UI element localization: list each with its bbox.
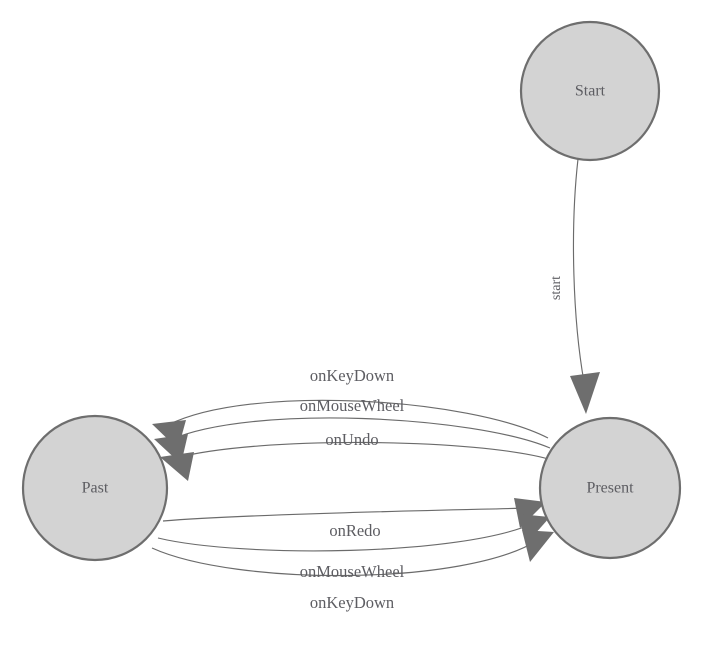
edge-group: [151, 158, 600, 577]
node-start-circle: [519, 20, 661, 162]
node-past[interactable]: Past: [21, 414, 169, 562]
edge-past-present-onredo-path: [162, 507, 531, 522]
edge-present-past-onkeydown-path: [167, 399, 549, 439]
edge-past-present-onkeydown-arrowhead: [522, 530, 554, 562]
node-present-label: Present: [586, 480, 634, 497]
edge-start-present-arrowhead: [570, 372, 600, 414]
edge-label-past-present-onkeydown: onKeyDown: [310, 593, 394, 612]
edge-past-present-onkeydown-path: [151, 539, 539, 577]
edge-label-present-past-onundo: onUndo: [325, 430, 378, 449]
edge-present-past-onundo-path: [175, 441, 553, 461]
edge-start-present-path: [572, 158, 585, 383]
node-present-circle: [538, 416, 682, 560]
edge-label-present-past-onmousewheel: onMouseWheel: [300, 396, 405, 415]
node-start[interactable]: Start: [519, 20, 661, 162]
edge-label-past-present-onredo: onRedo: [329, 521, 380, 540]
node-present[interactable]: Present: [538, 416, 682, 560]
edge-present-past-onundo[interactable]: [160, 441, 553, 481]
edge-label-start: start: [549, 276, 564, 300]
edge-present-past-onmousewheel-path: [169, 417, 551, 449]
edge-start-present[interactable]: [570, 158, 600, 414]
edge-label-past-present-onmousewheel: onMouseWheel: [300, 562, 405, 581]
node-past-circle: [21, 414, 169, 562]
edge-past-present-onmousewheel-path: [157, 522, 535, 552]
edge-label-group: start onKeyDown onMouseWheel onUndo onRe…: [300, 276, 564, 612]
node-start-label: Start: [575, 83, 606, 100]
node-group: Start Past Present: [21, 20, 682, 562]
edge-past-present-onkeydown[interactable]: [151, 530, 554, 577]
node-past-label: Past: [82, 480, 109, 497]
edge-present-past-onundo-arrowhead: [160, 452, 194, 481]
edge-label-present-past-onkeydown: onKeyDown: [310, 366, 394, 385]
